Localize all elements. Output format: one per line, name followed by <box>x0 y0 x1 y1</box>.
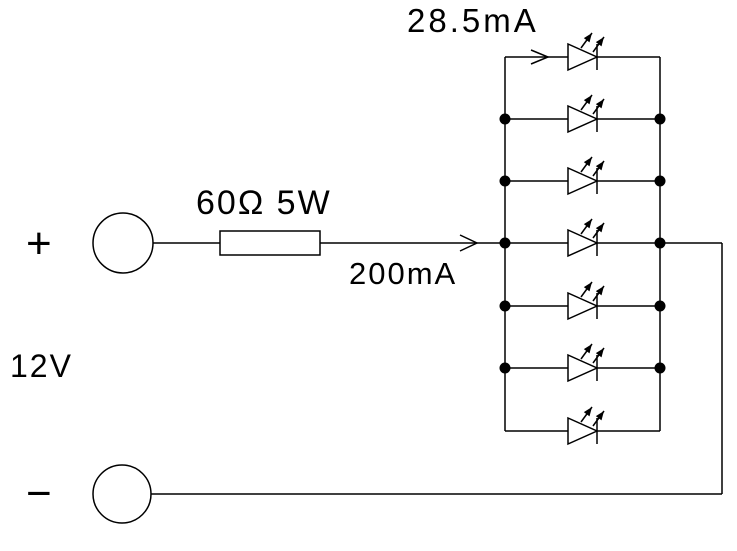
junction-dot <box>654 300 666 312</box>
main-current-label: 200mA <box>349 256 457 291</box>
led-branch <box>504 216 661 257</box>
plus-label: + <box>26 219 54 268</box>
junction-dot <box>499 237 511 249</box>
main-current-arrow <box>459 234 479 252</box>
junction-dot <box>499 113 511 125</box>
junction-dot <box>654 175 666 187</box>
junction-dot <box>654 362 666 374</box>
led-branch <box>504 341 661 382</box>
positive-terminal <box>92 212 154 274</box>
minus-label: − <box>26 469 54 518</box>
junction-dot <box>499 300 511 312</box>
branch-current-label: 28.5mA <box>407 2 539 39</box>
junction-dot <box>499 175 511 187</box>
junction-dot <box>499 362 511 374</box>
negative-terminal <box>92 464 152 524</box>
junction-dot <box>654 113 666 125</box>
led-branch <box>504 92 661 133</box>
voltage-label: 12V <box>10 348 73 384</box>
resistor <box>219 230 321 256</box>
led-branch <box>504 279 661 320</box>
resistor-label: 60Ω 5W <box>196 184 332 222</box>
led-branch <box>504 154 661 195</box>
led-branch <box>504 404 661 445</box>
